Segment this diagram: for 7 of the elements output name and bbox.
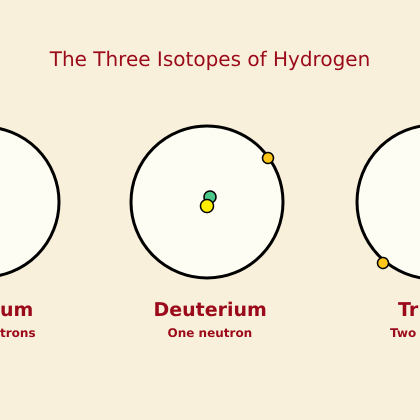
- title: The Three Isotopes of Hydrogen: [48, 48, 372, 70]
- neutron-count: trons: [0, 327, 36, 340]
- atom-name: um: [0, 300, 34, 321]
- atom-name: Deuterium: [154, 300, 267, 321]
- neutron-count: One neutron: [168, 327, 252, 340]
- atom-name: Tr: [398, 300, 418, 321]
- neutron-count: Two: [390, 327, 416, 340]
